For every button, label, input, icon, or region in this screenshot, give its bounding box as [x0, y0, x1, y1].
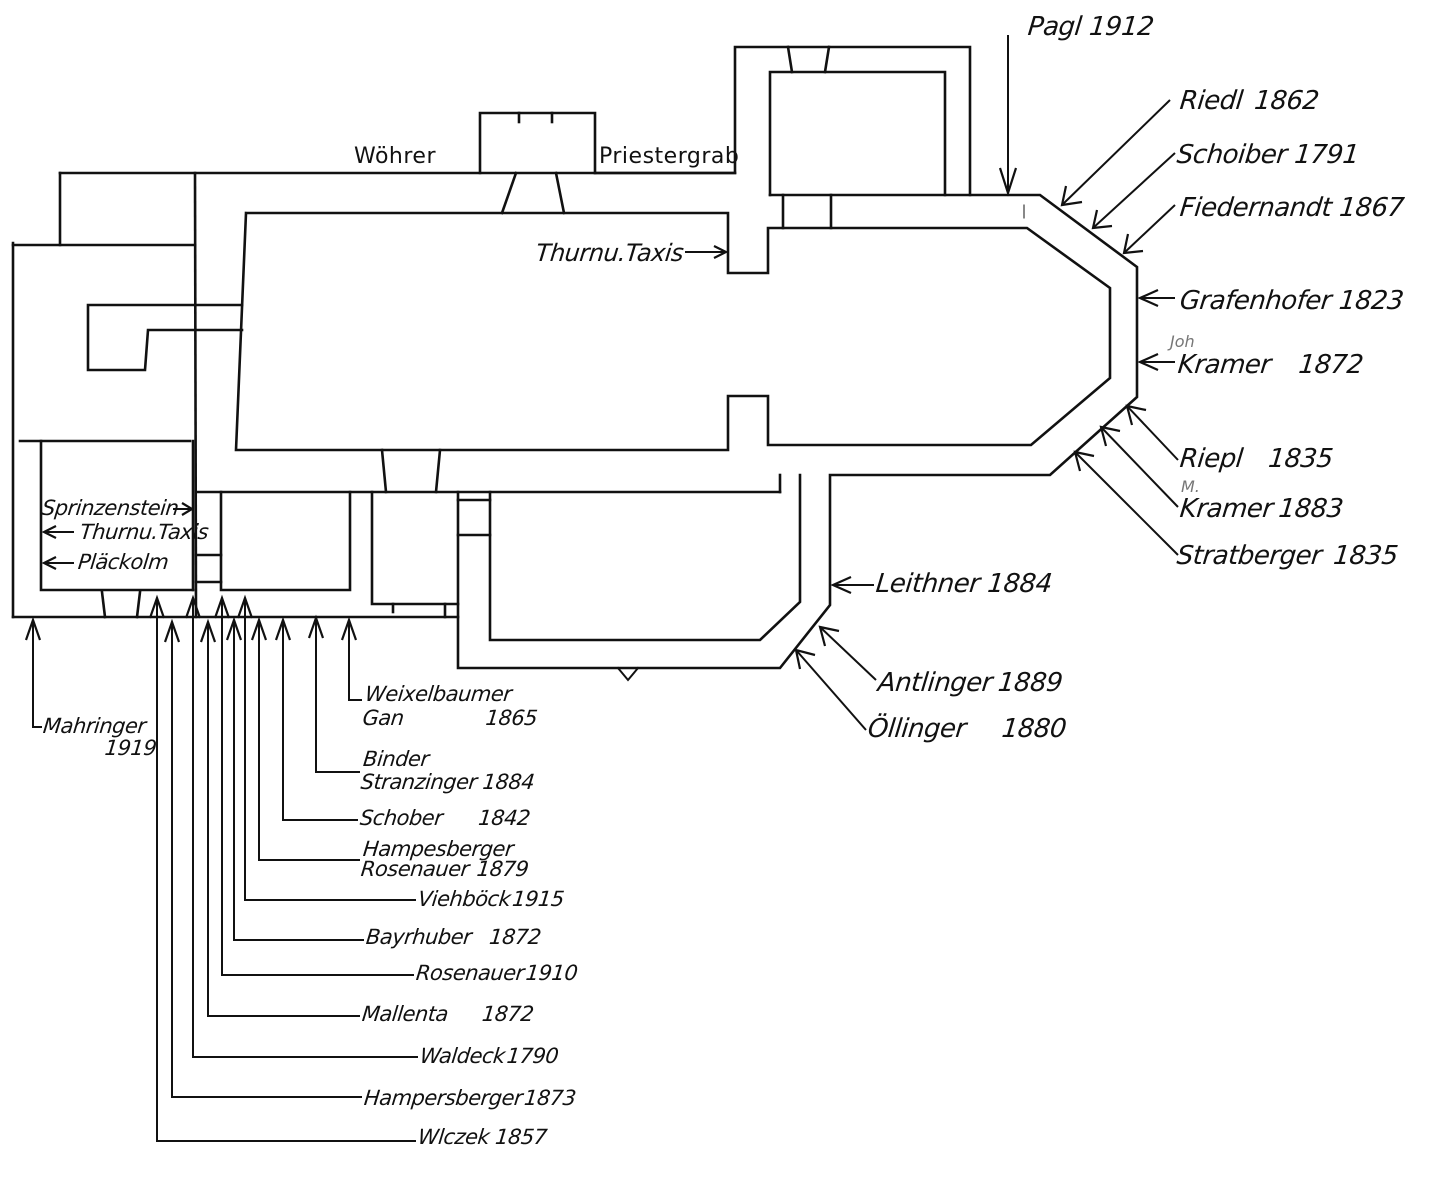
- west-grave-leader: [315, 618, 360, 773]
- leaders-north-east: [998, 35, 1179, 556]
- label-sprinzenstein: Sprinzenstein: [40, 496, 180, 520]
- west-tower-block: [11, 171, 737, 619]
- label-priestergrab: Priestergrab: [599, 144, 740, 169]
- label-thurn-taxis-west: Thurnu.Taxis: [78, 520, 210, 544]
- west-grave-leader: [156, 598, 416, 1142]
- arrowhead-icon: [274, 616, 292, 641]
- west-grave-leader: [171, 622, 362, 1098]
- arrowhead-icon: [24, 616, 42, 641]
- grave-label-hampersberger: Hampersberger1873: [362, 1086, 577, 1110]
- leaders-south: [794, 575, 877, 731]
- nave: [234, 211, 1112, 452]
- west-grave-leader: [244, 598, 416, 901]
- grave-label-viehboeck: Viehböck1915: [416, 887, 566, 911]
- label-plaeckolm: Pläckolm: [76, 550, 170, 574]
- arrowhead-icon: [236, 594, 254, 619]
- annotation-joh: Joh: [1170, 332, 1195, 351]
- leaders-west: [24, 594, 418, 1142]
- west-grave-leader: [221, 598, 414, 976]
- arrowhead-icon: [199, 618, 217, 643]
- arrowhead-icon: [340, 616, 358, 641]
- arrowhead-icon: [148, 594, 166, 619]
- annotation-m: M.: [1181, 477, 1200, 496]
- arrowhead-icon: [307, 614, 325, 639]
- leaders-interior: [41, 245, 729, 570]
- arrowhead-icon: [184, 594, 202, 619]
- grave-label-rosenauer-1910: Rosenauer1910: [414, 961, 579, 985]
- north-porch: [478, 111, 597, 215]
- outer-wall: [194, 45, 1139, 682]
- grave-label-waldeck: Waldeck1790: [418, 1044, 560, 1068]
- south-annex: [194, 448, 802, 642]
- west-grave-leader: [32, 620, 42, 728]
- west-grave-leader: [282, 620, 358, 821]
- west-grave-leader: [348, 620, 362, 701]
- west-grave-leader: [207, 622, 360, 1017]
- west-grave-leader: [192, 598, 418, 1058]
- arrowhead-icon: [163, 618, 181, 643]
- label-woehrer: Wöhrer: [354, 144, 437, 169]
- arrowhead-icon: [225, 616, 243, 641]
- west-grave-leader: [258, 620, 360, 861]
- arrowhead-icon: [250, 616, 268, 641]
- arrowhead-icon: [213, 594, 231, 619]
- label-thurn-taxis-nave: Thurnu.Taxis: [534, 239, 685, 267]
- west-grave-leader: [233, 620, 364, 941]
